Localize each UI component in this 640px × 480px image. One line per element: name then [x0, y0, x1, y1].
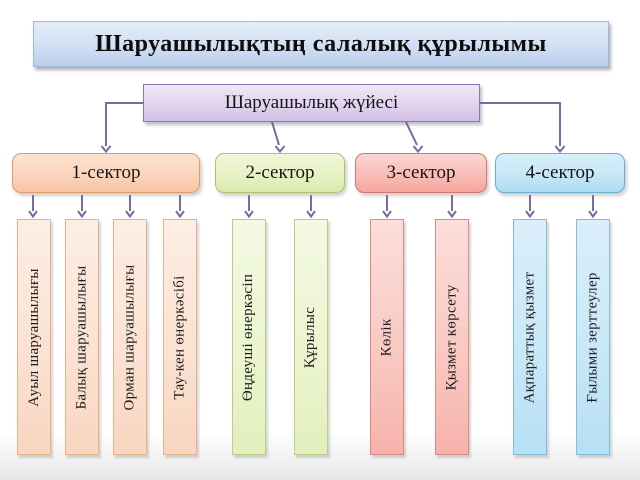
branch-manufacturing: Өңдеуші өнеркәсіп: [232, 219, 266, 455]
branch-fishery: Балық шаруашылығы: [65, 219, 99, 455]
sector-1-node: 1-сектор: [12, 153, 200, 193]
branch-forestry: Орман шаруашылығы: [113, 219, 147, 455]
branch-information-services: Ақпараттық қызмет: [513, 219, 547, 455]
sector-1-label: 1-сектор: [71, 162, 141, 183]
slide-title: Шаруашылықтың салалық құрылымы: [33, 21, 609, 67]
branch-transport: Көлік: [370, 219, 404, 455]
sector-2-node: 2-сектор: [215, 153, 345, 193]
sector-4-node: 4-сектор: [495, 153, 625, 193]
branch-label: Орман шаруашылығы: [121, 264, 138, 410]
branch-label: Көлік: [378, 318, 395, 356]
branch-mining: Тау-кен өнеркәсібі: [163, 219, 197, 455]
branch-services: Қызмет көрсету: [435, 219, 469, 455]
branch-label: Құрылыс: [302, 306, 319, 368]
branch-scientific-research: Ғылыми зерттеулер: [576, 219, 610, 455]
sector-3-node: 3-сектор: [355, 153, 487, 193]
sector-2-label: 2-сектор: [245, 162, 315, 183]
branch-label: Қызмет көрсету: [443, 283, 460, 391]
root-node: Шаруашылық жүйесі: [143, 84, 480, 122]
slide-title-text: Шаруашылықтың салалық құрылымы: [95, 30, 547, 57]
sector-3-label: 3-сектор: [386, 162, 456, 183]
branch-label: Ғылыми зерттеулер: [584, 271, 601, 403]
branch-label: Ауыл шаруашылығы: [25, 267, 42, 407]
branch-label: Өңдеуші өнеркәсіп: [240, 273, 257, 401]
branch-label: Тау-кен өнеркәсібі: [171, 274, 188, 400]
sector-4-label: 4-сектор: [525, 162, 595, 183]
branch-label: Ақпараттық қызмет: [521, 271, 538, 403]
branch-label: Балық шаруашылығы: [73, 265, 90, 409]
branch-agriculture: Ауыл шаруашылығы: [17, 219, 51, 455]
branch-construction: Құрылыс: [294, 219, 328, 455]
root-node-label: Шаруашылық жүйесі: [224, 92, 399, 113]
